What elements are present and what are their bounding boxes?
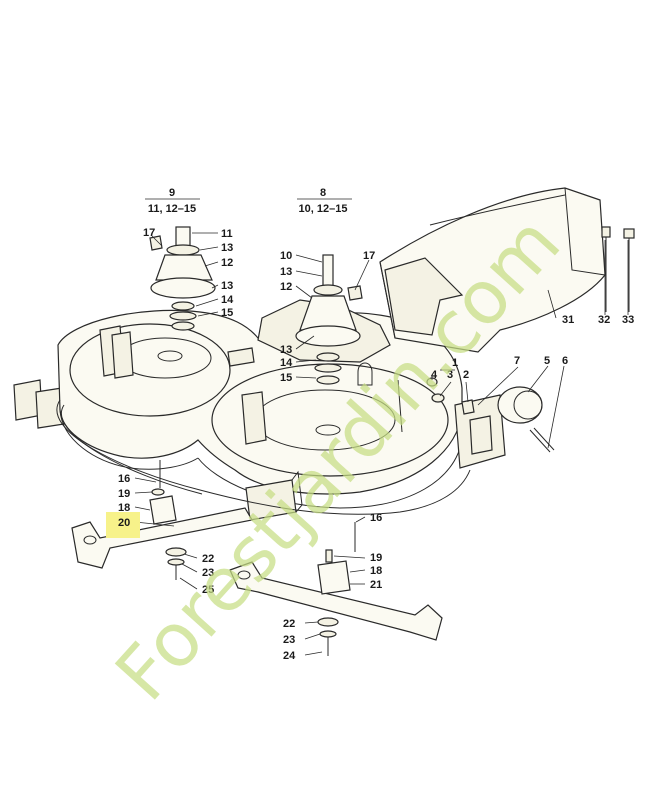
- spindle-group-left-heading: 9 11, 12–15: [145, 187, 200, 215]
- leader-lines: [134, 232, 629, 656]
- part-label: 33: [622, 314, 634, 326]
- part-label: 16: [370, 512, 382, 524]
- group-left-number: 9: [169, 187, 175, 199]
- group-left-parts: 11, 12–15: [148, 203, 196, 215]
- part-label: 13: [280, 344, 292, 356]
- part-label: 13: [221, 242, 233, 254]
- part-label: 13: [221, 280, 233, 292]
- part-label: 14: [221, 294, 234, 306]
- part-label: 14: [280, 357, 293, 369]
- part-label: 5: [544, 355, 550, 367]
- part-label: 12: [280, 281, 292, 293]
- part-label: 24: [283, 650, 296, 662]
- part-label: 19: [370, 552, 382, 564]
- center-spindle: [295, 254, 363, 385]
- part-label-highlighted: 20: [118, 517, 130, 529]
- part-label: 10: [280, 250, 292, 262]
- spring-hook: [357, 362, 403, 433]
- part-label: 17: [143, 227, 155, 239]
- part-label: 18: [118, 502, 130, 514]
- part-label: 2: [463, 369, 469, 381]
- part-label: 4: [431, 369, 438, 381]
- discharge-chute: [379, 187, 606, 353]
- group-center-parts: 10, 12–15: [299, 203, 348, 215]
- group-center-number: 8: [320, 187, 326, 199]
- part-label: 12: [221, 257, 233, 269]
- part-label: 25: [202, 584, 214, 596]
- part-label: 22: [283, 618, 295, 630]
- bolt-32: [601, 226, 611, 312]
- nut-33: [623, 228, 635, 312]
- mower-deck: [13, 299, 506, 521]
- part-label: 23: [202, 567, 214, 579]
- highlight-marker: [106, 512, 140, 538]
- part-label: 21: [370, 579, 382, 591]
- part-labels: 17 11 13 12 13 14 15 10 13 17 12 13 14 1…: [118, 227, 634, 662]
- part-label: 18: [370, 565, 382, 577]
- small-hardware: [426, 377, 475, 415]
- part-label: 32: [598, 314, 610, 326]
- part-label: 7: [514, 355, 520, 367]
- left-blade: [71, 460, 253, 580]
- pulley-assembly: [497, 386, 555, 453]
- part-label: 15: [221, 307, 233, 319]
- part-label: 19: [118, 488, 130, 500]
- part-label: 23: [283, 634, 295, 646]
- part-label: 6: [562, 355, 568, 367]
- part-label: 1: [452, 357, 458, 369]
- part-label: 13: [280, 266, 292, 278]
- part-label: 3: [447, 369, 453, 381]
- part-label: 16: [118, 473, 130, 485]
- part-label: 15: [280, 372, 292, 384]
- right-blade: [229, 522, 443, 656]
- part-label: 31: [562, 314, 574, 326]
- part-label: 17: [363, 250, 375, 262]
- left-spindle: [149, 226, 216, 331]
- part-label: 11: [221, 228, 233, 240]
- part-label: 22: [202, 553, 214, 565]
- spindle-group-center-heading: 8 10, 12–15: [297, 187, 352, 215]
